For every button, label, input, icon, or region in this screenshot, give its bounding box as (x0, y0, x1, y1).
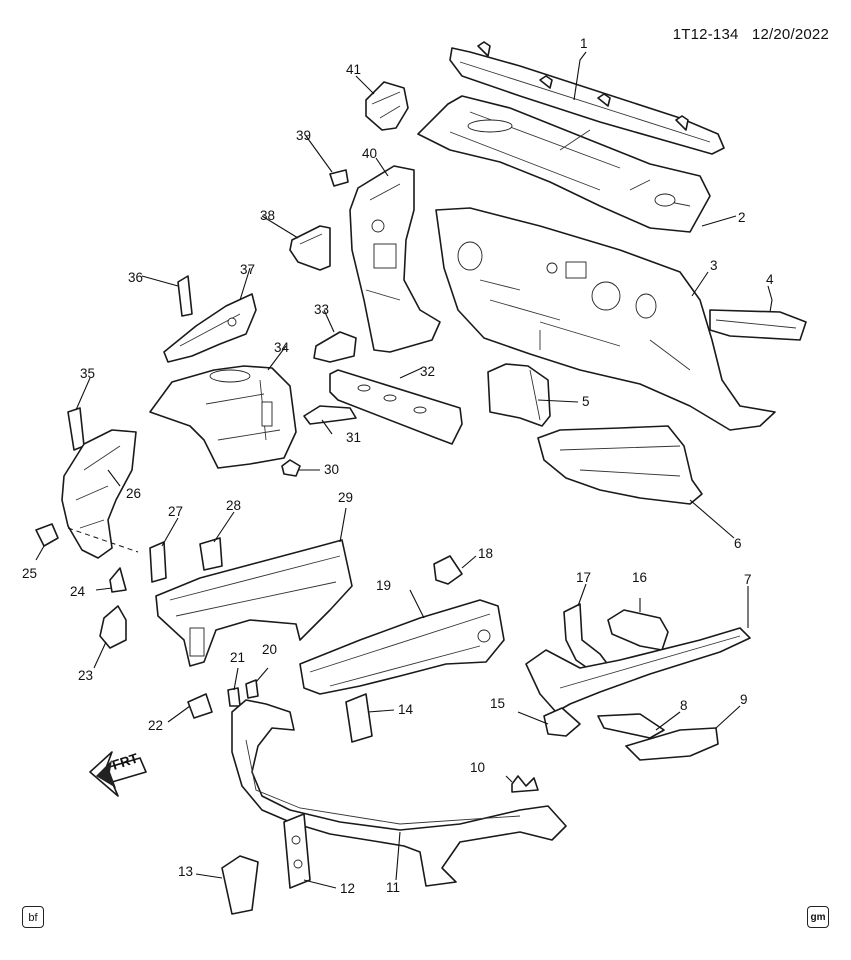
part-31-shape (303, 405, 357, 425)
part-16-shape (607, 609, 669, 651)
leader-lines (35, 51, 773, 889)
part-18-shape (433, 555, 463, 585)
callout-28: 28 (226, 498, 241, 513)
callout-27: 27 (168, 504, 183, 519)
callout-38: 38 (260, 208, 275, 223)
part-8-shape (597, 713, 665, 739)
part-35-shape (67, 407, 85, 451)
part-36-shape (177, 275, 193, 317)
part-27-shape (149, 541, 167, 583)
callout-35: 35 (80, 366, 95, 381)
callout-5: 5 (582, 394, 590, 409)
callout-8: 8 (680, 698, 688, 713)
callout-21: 21 (230, 650, 245, 665)
dashed-guide-line (67, 527, 139, 553)
part-3-shape (435, 207, 776, 431)
callout-24: 24 (70, 584, 86, 599)
part-29-shape (155, 539, 353, 667)
part-22-shape (187, 693, 213, 719)
callout-25: 25 (22, 566, 37, 581)
part-1-shape (449, 41, 725, 155)
callout-6: 6 (734, 536, 742, 551)
callout-36: 36 (128, 270, 143, 285)
part-37-shape (163, 293, 257, 363)
callout-18: 18 (478, 546, 493, 561)
part-28-shape (199, 537, 223, 571)
part-20-shape (245, 679, 259, 699)
part-26-shape (61, 429, 137, 559)
diagram-date: 12/20/2022 (751, 26, 829, 43)
callout-34: 34 (274, 340, 290, 355)
callout-19: 19 (376, 578, 391, 593)
part-38-shape (289, 225, 331, 271)
part-41-shape (365, 81, 409, 131)
callout-11: 11 (386, 880, 400, 895)
callout-labels: 1 2 3 4 5 6 7 8 9 10 11 12 13 14 15 16 1… (22, 36, 774, 896)
bf-badge: bf (22, 906, 44, 928)
part-4-shape (709, 309, 807, 341)
callout-41: 41 (346, 62, 361, 77)
callout-29: 29 (338, 490, 353, 505)
part-23-shape (99, 605, 127, 649)
callout-15: 15 (490, 696, 505, 711)
part-9-shape (625, 727, 719, 761)
callout-7: 7 (744, 572, 752, 587)
part-13-shape (221, 855, 259, 915)
callout-32: 32 (420, 364, 435, 379)
callout-1: 1 (580, 36, 588, 51)
part-6-shape (537, 425, 703, 505)
callout-2: 2 (738, 210, 746, 225)
part-25-shape (35, 523, 59, 547)
part-10-shape (511, 775, 539, 793)
callout-3: 3 (710, 258, 718, 273)
diagram-code: 1T12-134 (672, 26, 739, 43)
callout-16: 16 (632, 570, 647, 585)
callout-12: 12 (340, 881, 355, 896)
front-direction-arrow: FRT (89, 750, 147, 797)
part-15-shape (543, 707, 581, 737)
callout-33: 33 (314, 302, 329, 317)
callout-13: 13 (178, 864, 193, 879)
callout-23: 23 (78, 668, 93, 683)
part-40-shape (349, 165, 441, 353)
callout-40: 40 (362, 146, 377, 161)
callout-10: 10 (470, 760, 485, 775)
part-14-shape (345, 693, 373, 743)
callout-4: 4 (766, 272, 774, 287)
part-39-shape (329, 169, 349, 187)
part-12-shape (283, 813, 311, 889)
part-19-shape (299, 599, 505, 695)
part-30-shape (281, 459, 301, 477)
callout-39: 39 (296, 128, 311, 143)
part-2-shape (417, 95, 711, 233)
callout-26: 26 (126, 486, 141, 501)
part-11-shape (231, 699, 567, 887)
part-24-shape (109, 567, 127, 593)
diagram-header: 1T12-134 12/20/2022 (673, 26, 829, 43)
gm-logo-badge: gm (807, 906, 829, 928)
part-34-shape (149, 365, 297, 469)
part-32-shape (329, 369, 463, 445)
part-5-shape (487, 363, 551, 427)
callout-37: 37 (240, 262, 255, 277)
part-21-shape (227, 687, 241, 707)
callout-31: 31 (346, 430, 361, 445)
callout-30: 30 (324, 462, 339, 477)
part-33-shape (313, 331, 357, 363)
callout-17: 17 (576, 570, 591, 585)
callout-20: 20 (262, 642, 277, 657)
callout-22: 22 (148, 718, 163, 733)
callout-9: 9 (740, 692, 748, 707)
callout-14: 14 (398, 702, 414, 717)
